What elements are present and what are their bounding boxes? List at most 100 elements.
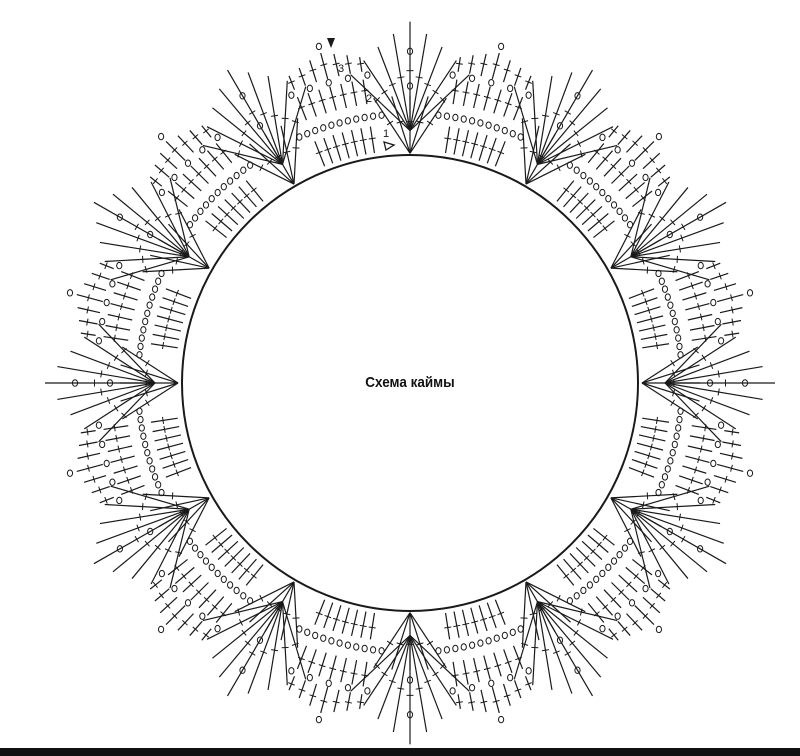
stitch-crossbar — [165, 157, 171, 164]
double-crochet-stitch — [444, 126, 451, 154]
chain-stitch — [655, 569, 662, 578]
double-crochet-stitch — [110, 455, 135, 464]
stitch-crossbar — [633, 186, 639, 193]
chain-stitch — [669, 309, 676, 318]
stitch-crossbar — [569, 120, 576, 126]
double-crochet-stitch — [377, 46, 411, 131]
double-crochet-stitch — [563, 558, 582, 580]
stitch-crossbar — [642, 257, 645, 265]
double-crochet-stitch — [174, 566, 195, 584]
chain-stitch — [151, 473, 159, 481]
double-crochet-stitch — [631, 297, 658, 308]
chain-stitch — [406, 82, 414, 90]
chain-stitch — [140, 432, 147, 440]
chain-stitch — [336, 639, 343, 647]
double-crochet-stitch — [634, 306, 661, 316]
chain-stitch — [666, 527, 673, 536]
double-crochet-stitch — [610, 493, 678, 499]
stitch-crossbar — [163, 425, 166, 433]
double-crochet-stitch — [107, 313, 133, 321]
chain-stitch — [507, 84, 514, 93]
stitch-crossbar — [670, 399, 675, 407]
double-crochet-stitch — [158, 238, 210, 269]
chain-stitch — [714, 317, 721, 326]
stitch-crossbar — [165, 434, 168, 442]
stitch-crossbar — [717, 370, 720, 378]
stitch-crossbar — [318, 664, 326, 668]
double-crochet-stitch — [103, 425, 129, 431]
double-crochet-stitch — [167, 190, 188, 208]
chain-stitch — [452, 644, 459, 653]
double-crochet-stitch — [682, 465, 707, 474]
double-crochet-stitch — [267, 75, 284, 165]
chain-stitch — [116, 261, 123, 270]
double-crochet-stitch — [453, 128, 460, 155]
stitch-crossbar — [106, 397, 111, 404]
stitch-crossbar — [145, 359, 150, 367]
chain-stitch — [344, 641, 351, 649]
stitch-crossbar — [87, 294, 90, 302]
double-crochet-stitch — [296, 645, 308, 670]
double-crochet-stitch — [468, 692, 474, 711]
chain-stitch — [667, 457, 674, 465]
stitch-crossbar — [564, 110, 572, 115]
double-crochet-stitch — [409, 635, 457, 706]
double-crochet-stitch — [457, 694, 461, 709]
stitch-crossbar — [497, 611, 505, 616]
double-crochet-stitch — [120, 484, 145, 496]
stitch-crossbar — [332, 62, 340, 66]
stitch-crossbar — [388, 82, 396, 87]
stitch-crossbar — [167, 315, 171, 323]
chain-stitch — [493, 124, 500, 132]
stitch-crossbar — [212, 225, 218, 232]
double-crochet-stitch — [218, 88, 283, 165]
double-crochet-stitch — [664, 382, 750, 416]
chain-stitch — [661, 473, 669, 481]
stitch-crossbar — [462, 140, 470, 144]
stitch-crossbar — [444, 137, 452, 140]
stitch-crossbar — [731, 318, 734, 326]
double-crochet-stitch — [201, 628, 212, 641]
stitch-crossbar — [479, 617, 487, 621]
stitch-crossbar — [641, 289, 645, 297]
double-crochet-stitch — [587, 213, 609, 232]
double-crochet-stitch — [341, 132, 350, 159]
stitch-crossbar — [154, 544, 161, 550]
double-crochet-stitch — [131, 187, 190, 258]
double-crochet-stitch — [218, 601, 283, 678]
stitch-crossbar — [632, 140, 638, 146]
stitch-crossbar — [220, 611, 227, 617]
double-crochet-stitch — [587, 534, 609, 553]
stitch-crossbar — [709, 362, 714, 369]
stitch-crossbar — [593, 149, 600, 155]
stitch-crossbar — [152, 178, 158, 185]
stitch-crossbar — [453, 138, 461, 142]
double-crochet-stitch — [281, 80, 288, 165]
center-ring — [181, 154, 639, 612]
chain-stitch — [137, 415, 144, 424]
double-crochet-stitch — [664, 350, 750, 384]
double-crochet-stitch — [610, 497, 662, 528]
double-crochet-stitch — [664, 382, 763, 401]
chain-stitch — [296, 625, 303, 633]
double-crochet-stitch — [217, 205, 239, 226]
double-crochet-stitch — [190, 582, 209, 601]
stitch-crossbar — [525, 682, 532, 686]
stitch-crossbar — [243, 193, 250, 199]
stitch-crossbar — [357, 701, 365, 704]
stitch-crossbar — [244, 640, 251, 646]
stitch-crossbar — [424, 82, 432, 87]
double-crochet-stitch — [298, 680, 306, 699]
double-crochet-stitch — [706, 496, 721, 504]
double-crochet-stitch — [359, 694, 363, 709]
double-crochet-stitch — [168, 497, 210, 543]
stitch-crossbar — [573, 130, 579, 137]
stitch-crossbar — [172, 298, 176, 306]
double-crochet-stitch — [107, 445, 133, 453]
double-crochet-stitch — [632, 190, 653, 208]
double-crochet-stitch — [678, 475, 703, 485]
double-crochet-stitch — [593, 220, 615, 239]
chain-stitch — [525, 667, 532, 675]
stitch-crossbar — [381, 89, 388, 95]
chain-stitch — [106, 379, 114, 387]
